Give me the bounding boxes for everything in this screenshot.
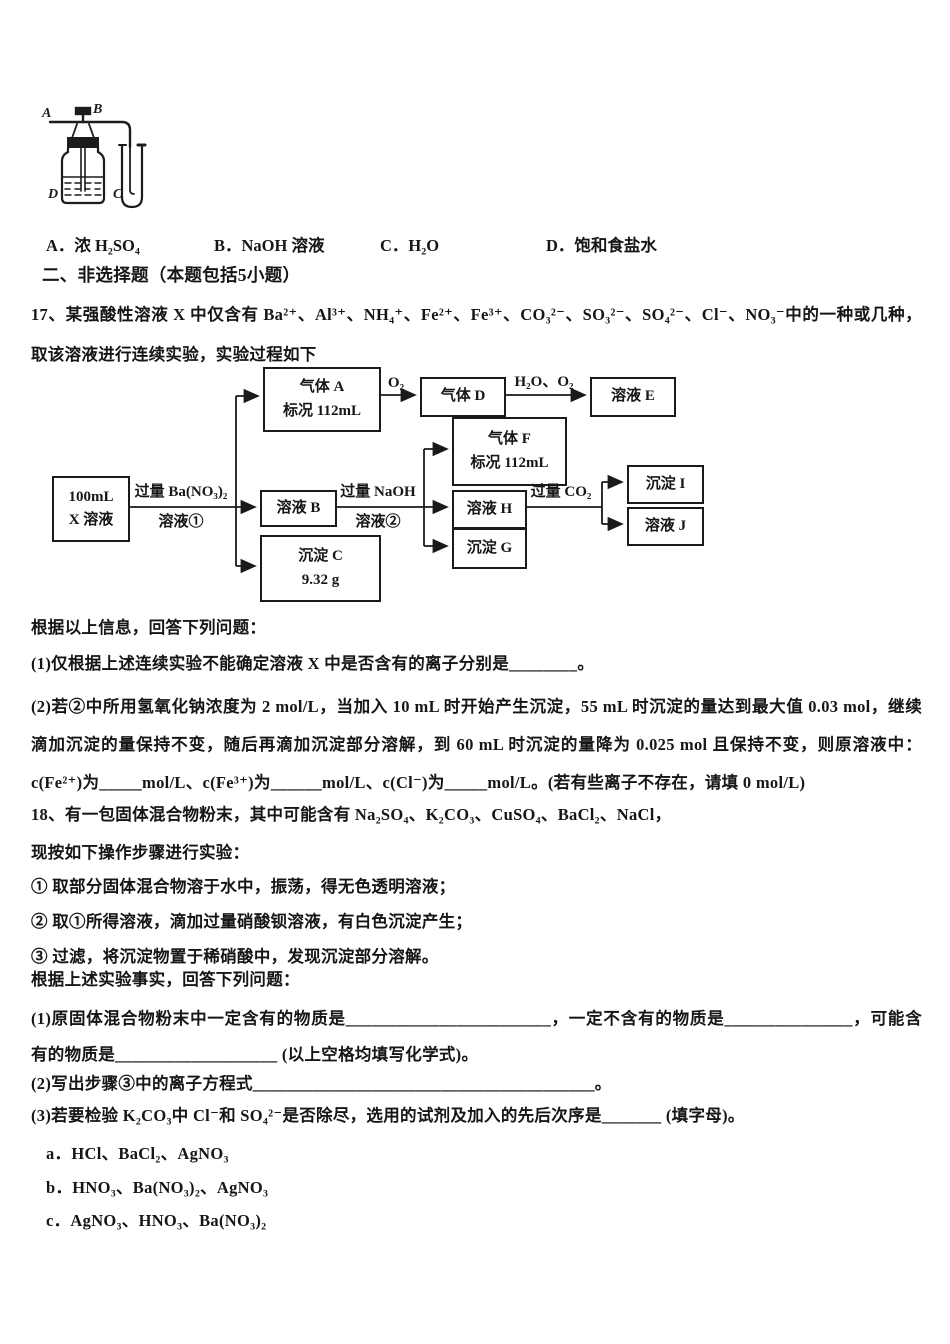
box-line: 沉淀 I — [645, 475, 686, 492]
arrow-label-o2: O₂ — [387, 375, 405, 391]
flowchart-box-gas-a: 气体 A 标况 112mL — [263, 367, 381, 432]
choice-b: b．HNO₃、Ba(NO₃)₂、AgNO₃ — [46, 1178, 269, 1197]
option-c: C．H₂O — [380, 236, 440, 255]
box-line: 气体 D — [440, 388, 486, 405]
arrow-label-h2o-o2: H₂O、O₂ — [514, 374, 574, 390]
section-header: 二、非选择题（本题包括5小题） — [42, 265, 301, 285]
question-18-sub3: (3)若要检验 K₂CO₃中 Cl⁻和 SO₄²⁻是否除尽，选用的试剂及加入的先… — [31, 1106, 745, 1125]
question-18-step-intro: 现按如下操作步骤进行实验： — [31, 843, 250, 862]
option-a: A．浓 H₂SO₄ — [46, 236, 140, 255]
flowchart-box-precipitate-g: 沉淀 G — [452, 528, 527, 569]
box-line: 沉淀 G — [466, 539, 513, 556]
box-line: 溶液 B — [276, 499, 321, 516]
box-line: 溶液 E — [611, 388, 655, 405]
question-18-intro: 18、有一包固体混合物粉末，其中可能含有 Na₂SO₄、K₂CO₃、CuSO₄、… — [31, 805, 672, 824]
question-18-sub2: (2)写出步骤③中的离子方程式_________________________… — [31, 1074, 612, 1093]
arrow-label-co2: 过量 CO₂ — [530, 484, 592, 500]
question-18-sub1: (1)原固体混合物粉末中一定含有的物质是____________________… — [31, 1009, 922, 1064]
box-line: 标况 112mL — [470, 454, 549, 471]
question-17-intro: 17、某强酸性溶液 X 中仅含有 Ba²⁺、Al³⁺、NH₄⁺、Fe²⁺、Fe³… — [31, 305, 922, 364]
gas-washing-bottle-diagram: A B D C — [41, 102, 147, 209]
apparatus-label-d: D — [47, 187, 58, 202]
question-17-sub1: (1)仅根据上述连续实验不能确定溶液 X 中是否含有的离子分别是________… — [31, 654, 595, 673]
option-b: B．NaOH 溶液 — [214, 236, 325, 255]
arrow-label-solution-1: 溶液① — [158, 514, 204, 530]
box-line: 标况 112mL — [283, 402, 361, 419]
flowchart-box-solution-b: 溶液 B — [260, 490, 337, 527]
apparatus-label-b: B — [92, 102, 102, 117]
question-18-step-3: ③ 过滤，将沉淀物置于稀硝酸中，发现沉淀部分溶解。 — [31, 947, 439, 966]
flowchart-box-solution-j: 溶液 J — [627, 507, 704, 546]
question-18-step-1: ① 取部分固体混合物溶于水中，振荡，得无色透明溶液； — [31, 877, 456, 896]
box-line: 9.32 g — [301, 571, 340, 588]
experiment-flowchart: 100mL X 溶液 气体 A 标况 112mL 气体 D 溶液 E 气体 F … — [0, 363, 950, 613]
question-18-answer-intro: 根据上述实验事实，回答下列问题： — [31, 970, 300, 989]
apparatus-label-c: C — [113, 187, 123, 202]
box-line: X 溶液 — [68, 512, 114, 528]
flowchart-box-solution-h: 溶液 H — [452, 490, 527, 529]
box-line: 100mL — [68, 488, 114, 505]
flowchart-box-gas-d: 气体 D — [420, 377, 506, 417]
flowchart-box-gas-f: 气体 F 标况 112mL — [452, 417, 567, 486]
box-line: 溶液 H — [466, 500, 513, 517]
apparatus-label-a: A — [41, 106, 51, 121]
apparatus-figure: A B D C — [36, 93, 166, 218]
flowchart-box-precipitate-c: 沉淀 C 9.32 g — [260, 535, 381, 602]
flowchart-box-solution-e: 溶液 E — [590, 377, 676, 417]
arrow-label-ba-no3: 过量 Ba(NO₃)₂ — [134, 484, 228, 500]
box-line: 气体 F — [488, 431, 531, 448]
box-line: 气体 A — [299, 379, 345, 396]
question-18-step-2: ② 取①所得溶液，滴加过量硝酸钡溶液，有白色沉淀产生； — [31, 912, 473, 931]
question-17-info-line: 根据以上信息，回答下列问题： — [31, 618, 267, 637]
flowchart-box-x-solution: 100mL X 溶液 — [52, 476, 130, 542]
option-d: D．饱和食盐水 — [546, 236, 657, 255]
choice-a: a．HCl、BaCl₂、AgNO₃ — [46, 1144, 229, 1163]
box-line: 沉淀 C — [298, 548, 343, 565]
box-line: 溶液 J — [644, 517, 687, 534]
flowchart-box-precipitate-i: 沉淀 I — [627, 465, 704, 504]
arrow-label-naoh: 过量 NaOH — [340, 484, 416, 500]
flowchart-connectors — [126, 387, 624, 574]
question-17-sub2: (2)若②中所用氢氧化钠浓度为 2 mol/L，当加入 10 mL 时开始产生沉… — [31, 697, 922, 792]
choice-c: c．AgNO₃、HNO₃、Ba(NO₃)₂ — [46, 1211, 267, 1230]
arrow-label-solution-2: 溶液② — [355, 514, 401, 530]
